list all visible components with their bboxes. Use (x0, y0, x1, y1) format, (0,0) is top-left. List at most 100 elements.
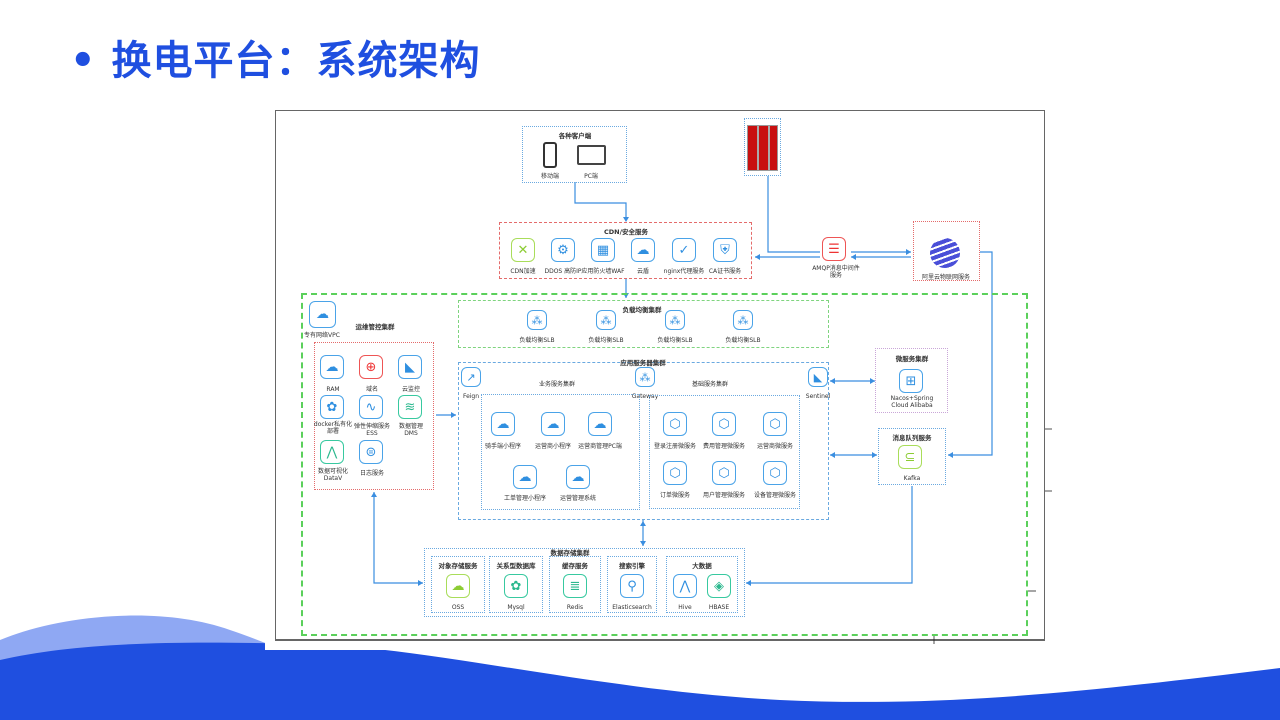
storage-item-label: HBASE (708, 604, 730, 611)
gateway-label: Gateway (631, 393, 659, 400)
waf-icon: ▦ (591, 238, 615, 262)
base-item-label: 运营商微服务 (756, 443, 794, 450)
ops-item-label: 云监控 (401, 386, 421, 393)
cdn-item-label: DDOS 高防IP (544, 268, 582, 275)
mobile-icon (543, 142, 557, 168)
slb-label: 负载均衡SLB (725, 337, 761, 344)
cloud-monitor-icon: ◣ (398, 355, 422, 379)
biz-item-label: 运营管理系统 (559, 495, 597, 502)
base-item-label: 用户管理微服务 (702, 492, 746, 499)
base-item-label: 登录注册微服务 (653, 443, 697, 450)
cloud-shield-icon: ☁ (631, 238, 655, 262)
nacos-label: Nacos+Spring Cloud Alibaba (890, 395, 934, 409)
storage-item-label: Redis (566, 604, 584, 611)
microservice-cluster-box (875, 348, 948, 413)
load-balancer-box (458, 300, 829, 348)
miniapp-cloud-icon: ☁ (566, 465, 590, 489)
storage-item-label: Mysql (507, 604, 525, 611)
base-title: 基础服务集群 (691, 381, 729, 388)
biz-item-label: 骑手端小程序 (484, 443, 522, 450)
storage-box (424, 548, 745, 617)
biz-item-label: 工单管理小程序 (503, 495, 547, 502)
ops-item-label: docker私有化部署 (313, 421, 353, 435)
pc-icon (577, 145, 606, 165)
hive-icon: ⋀ (673, 574, 697, 598)
vpc-box (301, 293, 1028, 636)
cdn-item-label: CA证书服务 (708, 268, 742, 275)
app-server-box (458, 362, 829, 520)
base-box (649, 395, 800, 509)
vpc-cloud-icon: ☁ (309, 301, 336, 328)
ddos-icon: ⚙ (551, 238, 575, 262)
storage-item-label: Elasticsearch (612, 604, 652, 611)
biz-box (481, 394, 640, 510)
storage-group (549, 556, 601, 613)
feign-label: Feign (462, 393, 480, 400)
ram-icon: ☁ (320, 355, 344, 379)
sentinel-icon: ◣ (808, 367, 828, 387)
iot-label: 阿里云物联网服务 (921, 274, 971, 281)
slb-icon: ⁂ (733, 310, 753, 330)
cdn-acceleration-icon: ✕ (511, 238, 535, 262)
iot-globe-icon (930, 238, 960, 268)
ops-title: 运维管控集群 (355, 323, 395, 331)
domain-globe-icon: ⊕ (359, 355, 383, 379)
clients-title: 各种客户端 (558, 132, 592, 140)
cdn-item-label: 应用防火墙WAF (581, 268, 625, 275)
ops-item-label: 日志服务 (359, 470, 385, 477)
storage-title: 数据存储集群 (550, 549, 590, 557)
ess-icon: ∿ (359, 395, 383, 419)
mq-title: 消息队列服务 (892, 434, 932, 442)
slb-icon: ⁂ (665, 310, 685, 330)
storage-item-label: OSS (451, 604, 465, 611)
mysql-icon: ✿ (504, 574, 528, 598)
microservice-cube-icon: ⬡ (712, 461, 736, 485)
dms-database-icon: ≋ (398, 395, 422, 419)
slb-icon: ⁂ (596, 310, 616, 330)
log-service-icon: ⊜ (359, 440, 383, 464)
lb-title: 负载均衡集群 (622, 306, 662, 314)
biz-item-label: 运营商管理PC端 (578, 443, 622, 450)
slb-label: 负载均衡SLB (588, 337, 624, 344)
biz-title: 业务服务集群 (538, 381, 576, 388)
cdn-item-label: CDN加速 (510, 268, 536, 275)
clients-box (522, 126, 627, 183)
ops-item-label: RAM (326, 386, 340, 393)
mobile-label: 移动端 (540, 173, 560, 180)
ops-item-label: 弹性伸缩服务ESS (353, 423, 390, 437)
storage-group-title: 缓存服务 (562, 562, 588, 570)
miniapp-cloud-icon: ☁ (513, 465, 537, 489)
cdn-item-label: 云盾 (636, 268, 650, 275)
ops-box (314, 342, 434, 490)
sentinel-label: Sentinel (805, 393, 831, 400)
storage-group (431, 556, 485, 613)
micro-title: 微服务集群 (895, 355, 929, 363)
storage-item-label: Hive (678, 604, 692, 611)
pc-label: PC端 (584, 173, 598, 180)
battery-cabinet-image (747, 125, 778, 171)
storage-group (607, 556, 657, 613)
microservice-cube-icon: ⬡ (663, 461, 687, 485)
redis-icon: ≣ (563, 574, 587, 598)
battery-cabinet-box (744, 118, 781, 176)
oss-icon: ☁ (446, 574, 470, 598)
base-item-label: 订单微服务 (659, 492, 691, 499)
ops-item-label: 数据管理DMS (398, 423, 423, 437)
biz-item-label: 运营商小程序 (534, 443, 572, 450)
amqp-server-icon: ☰ (822, 237, 846, 261)
base-item-label: 设备管理微服务 (753, 492, 797, 499)
storage-group (489, 556, 543, 613)
microservice-cube-icon: ⬡ (763, 461, 787, 485)
storage-group-title: 大数据 (692, 562, 712, 570)
hbase-icon: ◈ (707, 574, 731, 598)
ops-item-label: 域名 (365, 386, 379, 393)
storage-group-title: 搜索引擎 (619, 562, 645, 570)
app-title: 应用服务器集群 (620, 359, 666, 367)
datav-chart-icon: ⋀ (320, 440, 344, 464)
base-item-label: 费用管理微服务 (702, 443, 746, 450)
miniapp-cloud-icon: ☁ (491, 412, 515, 436)
microservice-cube-icon: ⬡ (712, 412, 736, 436)
gateway-icon: ⁂ (635, 367, 655, 387)
iot-box (913, 221, 980, 281)
